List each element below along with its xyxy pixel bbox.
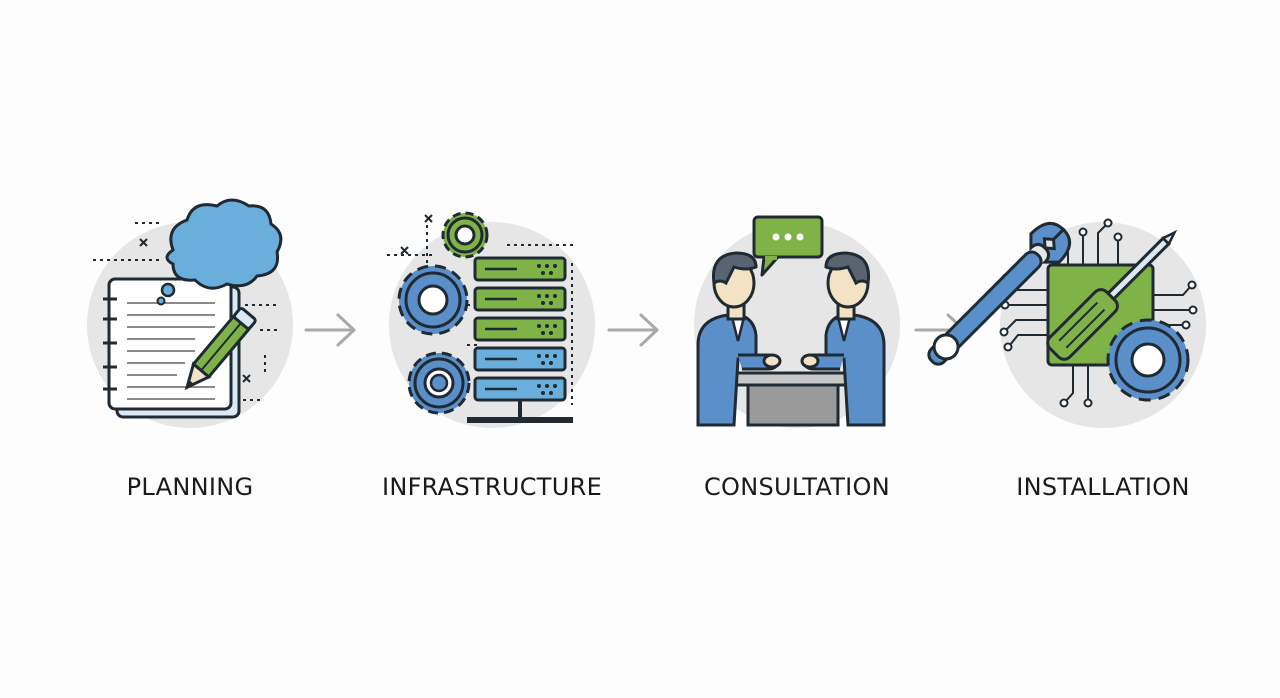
server-gears-icon bbox=[387, 211, 595, 428]
step-label: INFRASTRUCTURE bbox=[381, 473, 603, 501]
step-installation: INSTALLATION bbox=[927, 195, 1228, 515]
wrench-screwdriver-gear-icon bbox=[927, 218, 1206, 428]
step-label: PLANNING bbox=[126, 473, 254, 501]
arrow-right-icon bbox=[607, 313, 659, 347]
step-consultation: CONSULTATION bbox=[672, 195, 922, 515]
arrow-right-icon bbox=[304, 313, 356, 347]
step-planning: PLANNING bbox=[65, 195, 315, 515]
step-infrastructure: INFRASTRUCTURE bbox=[367, 195, 617, 515]
step-label: INSTALLATION bbox=[1016, 473, 1190, 501]
step-label: CONSULTATION bbox=[703, 473, 890, 501]
meeting-people-icon bbox=[694, 215, 900, 428]
notebook-pencil-thought-icon bbox=[87, 198, 293, 428]
speech-bubble-icon bbox=[752, 215, 824, 277]
